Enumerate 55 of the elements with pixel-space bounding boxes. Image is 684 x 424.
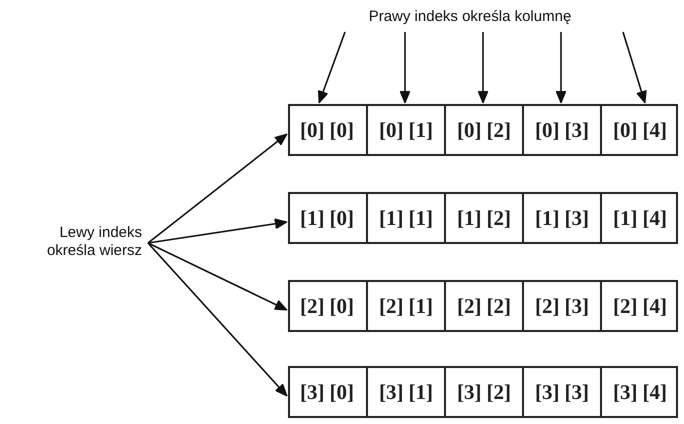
index-value: [0] [379,118,404,142]
array-row-box [288,280,678,332]
index-value: [2] [535,294,560,318]
arrow [556,32,566,104]
array-row-box [288,104,678,156]
index-value: [0] [330,118,354,142]
index-value: [3] [564,380,589,404]
index-value: [3] [535,380,560,404]
index-value: [2] [486,380,511,404]
annotation-text: Lewy indeks określa wiersz [46,224,142,260]
index-value: [1] [300,206,324,230]
index-value: [2] [486,294,511,318]
index-value: [0] [535,118,560,142]
index-value: [3] [613,380,638,404]
index-value: [2] [486,206,511,230]
index-value: [0] [300,118,324,142]
arrow [478,32,488,104]
index-value: [2] [486,118,511,142]
index-value: [4] [642,294,667,318]
index-value: [4] [642,206,667,230]
index-value: [1] [379,206,404,230]
arrow [400,32,410,104]
index-value: [0] [330,294,354,318]
index-value: [3] [300,380,324,404]
index-value: [1] [408,294,433,318]
index-value: [3] [379,380,404,404]
index-value: [1] [408,118,433,142]
index-value: [3] [564,206,589,230]
index-value: [1] [408,380,433,404]
arrow [148,242,288,311]
index-value: [1] [613,206,638,230]
index-value: [4] [642,118,667,142]
arrow [148,133,288,244]
arrow [318,32,346,104]
index-value: [0] [457,118,482,142]
index-value: [3] [457,380,482,404]
index-value: [2] [300,294,324,318]
index-value: [1] [535,206,560,230]
index-value: [2] [613,294,638,318]
index-value: [3] [564,294,589,318]
arrow [147,242,288,397]
index-value: [1] [457,206,482,230]
array-row-box [288,192,678,244]
index-value: [0] [330,380,354,404]
index-value: [0] [613,118,638,142]
index-value: [2] [457,294,482,318]
annotation-text: Prawy indeks określa kolumnę [368,8,572,26]
index-value: [3] [564,118,589,142]
arrow [622,32,647,104]
index-value: [0] [330,206,354,230]
index-value: [4] [642,380,667,404]
index-value: [2] [379,294,404,318]
index-value: [1] [408,206,433,230]
array-row-box [288,366,678,418]
arrow [148,218,288,244]
